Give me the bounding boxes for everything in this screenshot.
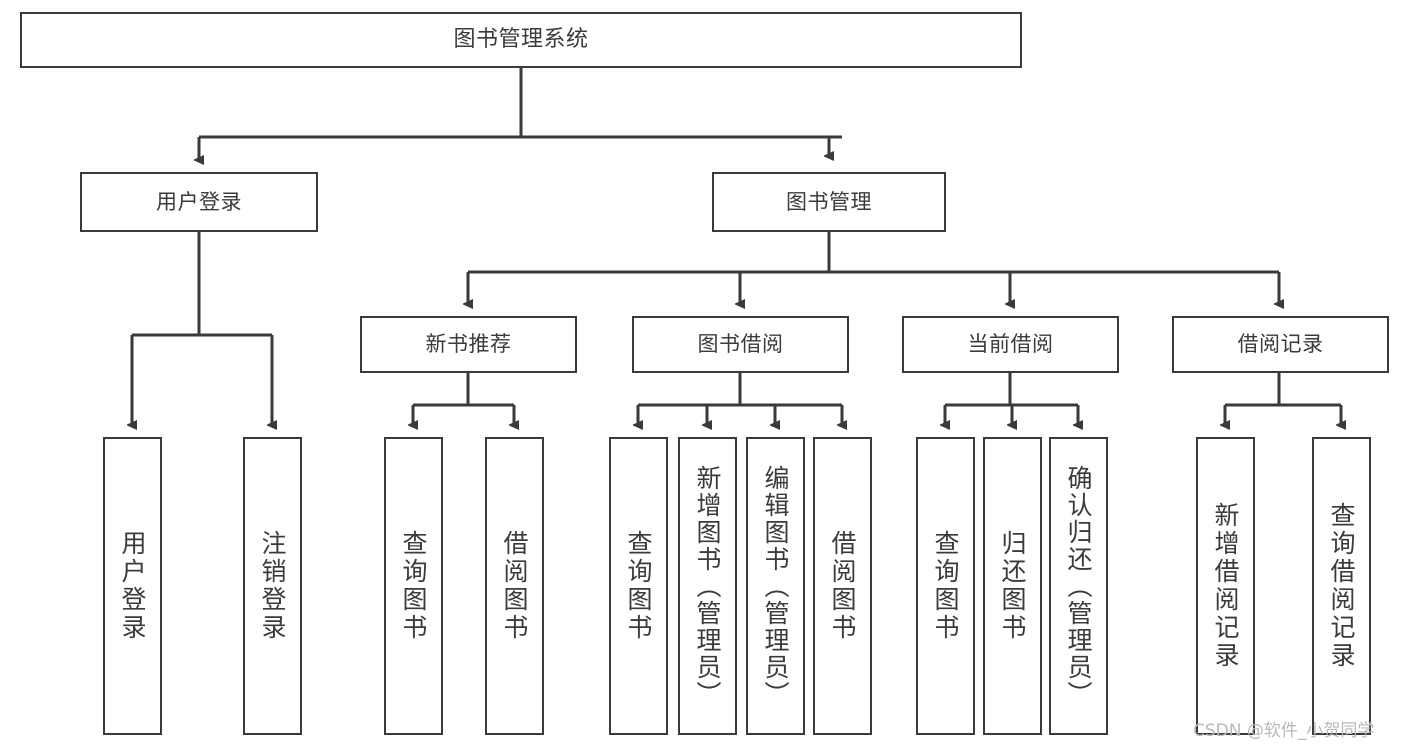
node-label: 图书管理系统 — [453, 27, 589, 53]
node-book-borrow[interactable]: 图书借阅 — [632, 316, 849, 373]
node-label: 查询借阅记录 — [1327, 502, 1356, 670]
leaf-borrow-add-book-admin[interactable]: 新增图书（管理员） — [678, 437, 737, 735]
node-root-system[interactable]: 图书管理系统 — [20, 12, 1022, 68]
node-label: 查询图书 — [624, 530, 653, 642]
leaf-record-query-record[interactable]: 查询借阅记录 — [1312, 437, 1371, 735]
leaf-borrow-query-book[interactable]: 查询图书 — [609, 437, 668, 735]
node-label: 新增借阅记录 — [1211, 502, 1240, 670]
node-label: 新书推荐 — [425, 332, 512, 357]
leaf-borrow-edit-book-admin[interactable]: 编辑图书（管理员） — [746, 437, 805, 735]
node-label: 编辑图书（管理员） — [761, 464, 790, 708]
node-label: 确认归还（管理员） — [1064, 464, 1093, 708]
leaf-borrow-borrow-book[interactable]: 借阅图书 — [813, 437, 872, 735]
leaf-user-login-login[interactable]: 用户登录 — [103, 437, 162, 735]
node-label: 图书借阅 — [697, 332, 784, 357]
node-label: 新增图书（管理员） — [693, 464, 722, 708]
node-label: 借阅图书 — [500, 530, 529, 642]
node-user-login[interactable]: 用户登录 — [80, 172, 318, 232]
leaf-current-confirm-return-admin[interactable]: 确认归还（管理员） — [1049, 437, 1108, 735]
node-borrow-record[interactable]: 借阅记录 — [1172, 316, 1389, 373]
leaf-recommend-borrow-book[interactable]: 借阅图书 — [485, 437, 544, 735]
node-new-book-recommend[interactable]: 新书推荐 — [360, 316, 577, 373]
node-label: 图书管理 — [786, 189, 872, 214]
leaf-current-return-book[interactable]: 归还图书 — [983, 437, 1042, 735]
node-label: 注销登录 — [258, 530, 287, 642]
node-label: 查询图书 — [399, 530, 428, 642]
node-label: 用户登录 — [156, 189, 242, 214]
node-current-borrow[interactable]: 当前借阅 — [902, 316, 1119, 373]
node-label: 查询图书 — [931, 530, 960, 642]
csdn-watermark: CSDN @软件_小贺同学 — [1193, 721, 1375, 741]
node-label: 归还图书 — [998, 530, 1027, 642]
node-label: 借阅记录 — [1237, 332, 1324, 357]
leaf-recommend-query-book[interactable]: 查询图书 — [384, 437, 443, 735]
node-label: 借阅图书 — [828, 530, 857, 642]
leaf-current-query-book[interactable]: 查询图书 — [916, 437, 975, 735]
leaf-record-add-record[interactable]: 新增借阅记录 — [1196, 437, 1255, 735]
leaf-user-login-logout[interactable]: 注销登录 — [243, 437, 302, 735]
node-label: 当前借阅 — [967, 332, 1054, 357]
node-label: 用户登录 — [118, 530, 147, 642]
node-book-management[interactable]: 图书管理 — [712, 172, 946, 232]
